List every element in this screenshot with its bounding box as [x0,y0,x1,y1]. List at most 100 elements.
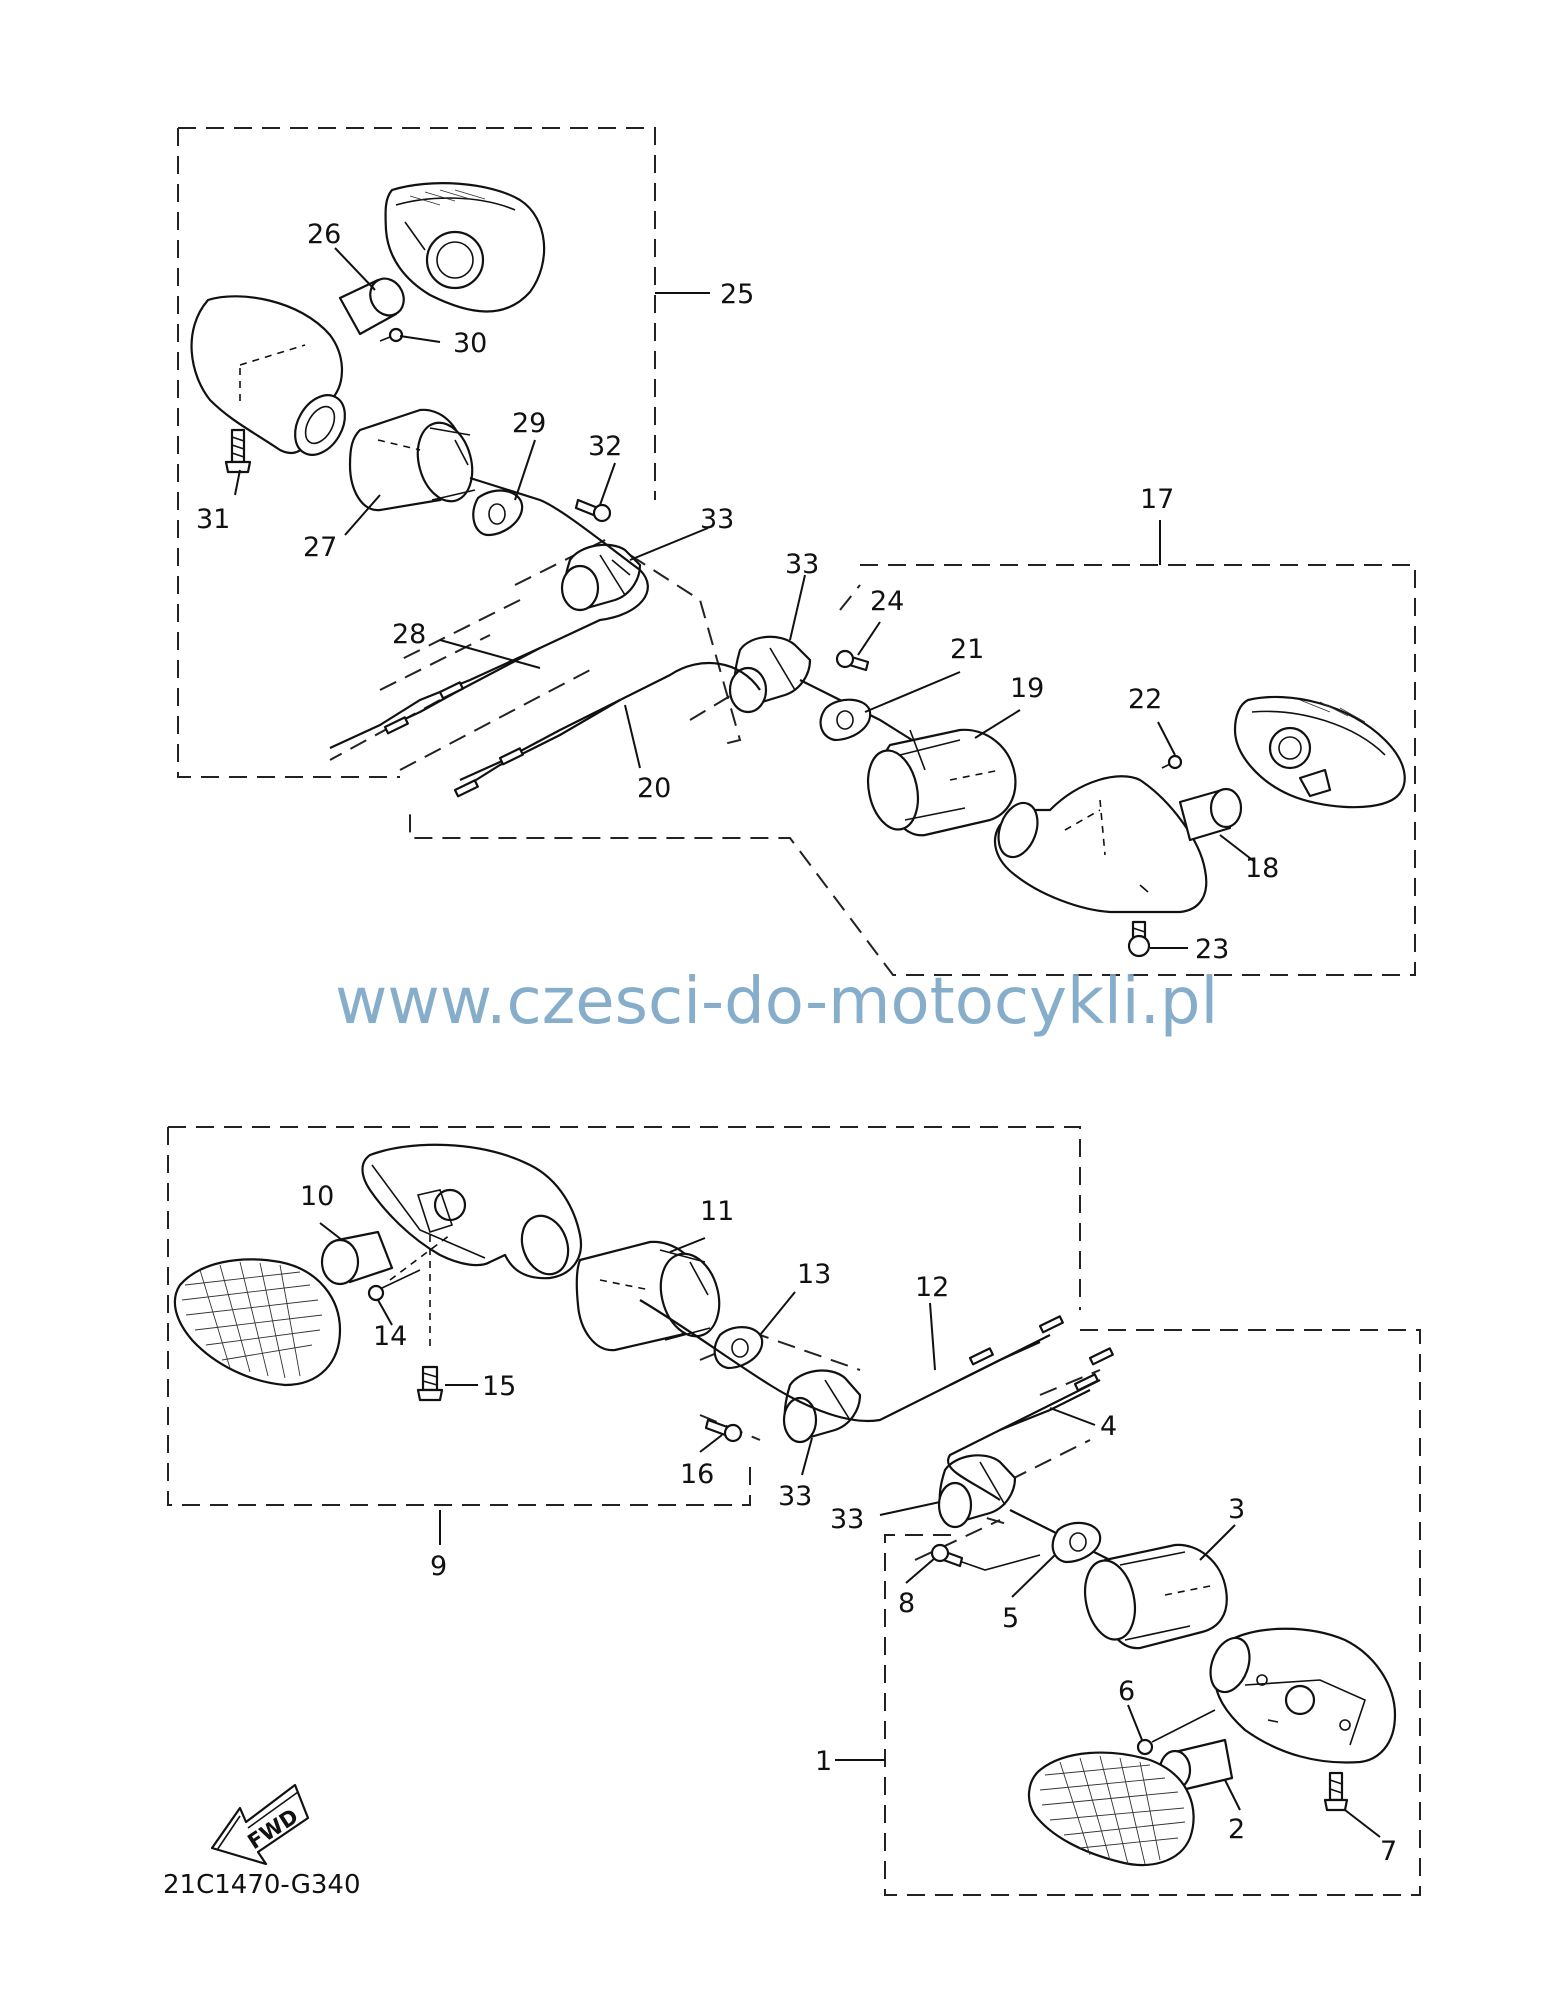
gasket-part-29-icon [472,489,524,537]
boot-part-3-icon [1083,1543,1228,1650]
lens-part-25-icon [384,182,546,313]
screw-part-30-icon [379,327,404,343]
stay-part-33a-icon [560,543,642,612]
screw-part-22-icon [1161,754,1183,770]
screw-part-8-icon [930,1543,1041,1571]
connector-20a-icon [498,747,524,766]
assembly-1-boundary [884,1329,1421,1896]
screw-part-7-icon [1323,1771,1349,1812]
wire-part-12-icon [639,1299,1051,1422]
connector-4b-icon [1073,1373,1099,1392]
callout-33-c: 33 [778,1481,812,1512]
callout-9: 9 [430,1551,447,1582]
connector-20b-icon [453,779,479,798]
housing-part-25-icon [190,295,346,456]
wire-part-4-icon [947,1379,1101,1501]
fwd-arrow: FWD [210,1783,310,1866]
lens-part-9-icon [173,1258,342,1387]
callout-8: 8 [898,1588,915,1619]
assembly-9-parts [173,1143,1064,1444]
assembly-9-boundary [167,1126,1081,1506]
callout-19: 19 [1010,673,1044,704]
stay-part-33c-icon [782,1369,862,1444]
callout-6: 6 [1118,1676,1135,1707]
callout-28: 28 [392,619,426,650]
callout-20: 20 [637,773,671,804]
watermark-text: www.czesci-do-motocykli.pl [335,965,1218,1039]
callout-14: 14 [373,1321,407,1352]
housing-part-17-icon [993,775,1208,914]
wire-part-4-lead-a [999,1389,1091,1432]
gasket-part-13-icon [713,1326,764,1370]
callout-12: 12 [915,1272,949,1303]
assembly-1-parts [930,1347,1397,1866]
bulb-part-10-icon [320,1230,394,1286]
callout-5: 5 [1002,1603,1019,1634]
wire-part-28-lead-a [389,647,541,727]
callout-27: 27 [303,532,337,563]
wire-part-12-lead-a [949,1340,1041,1386]
bulb-part-18-icon [1178,787,1243,842]
callout-24: 24 [870,586,904,617]
callout-7: 7 [1380,1836,1397,1867]
callout-11: 11 [700,1196,734,1227]
screw-part-15-icon [416,1365,444,1402]
boot-part-27-icon [348,408,476,512]
bulb-part-26-icon [338,277,405,336]
callout-29: 29 [512,408,546,439]
screw-part-14-icon [367,1269,421,1302]
routing-band-lower [699,1333,1101,1561]
connector-28a-icon [438,681,464,700]
callout-4: 4 [1100,1411,1117,1442]
callout-33-d: 33 [830,1504,864,1535]
connector-28b-icon [383,716,409,735]
callout-33-a: 33 [700,504,734,535]
housing-part-1-icon [1209,1627,1397,1764]
callout-30: 30 [453,328,487,359]
wire-part-20-inner [799,679,921,746]
callout-21: 21 [950,634,984,665]
assembly-25-boundary [177,127,656,778]
callout-2: 2 [1228,1814,1245,1845]
lens-part-1-icon [1027,1751,1195,1866]
assembly-17-boundary [409,564,1416,976]
callout-13: 13 [797,1259,831,1290]
callout-32: 32 [588,431,622,462]
assembly-17-parts [453,635,1406,958]
gasket-part-5-icon [1051,1521,1102,1564]
screw-part-24-icon [835,649,870,672]
diagram-code: 21C1470-G340 [163,1870,361,1900]
assembly-25-parts [190,182,649,749]
screw-part-31-icon [224,428,252,474]
screw-part-23-icon [1127,920,1151,958]
callout-10: 10 [300,1181,334,1212]
callout-3: 3 [1228,1494,1245,1525]
connector-12a-icon [1038,1315,1064,1334]
wire-part-28-icon [329,476,649,749]
callout-22: 22 [1128,684,1162,715]
callout-16: 16 [680,1459,714,1490]
wire-part-20-lead-a [459,699,621,791]
gasket-part-21-icon [819,698,872,742]
boot-part-19-icon [866,728,1017,837]
leader-lines [234,247,1381,1838]
callout-33-b: 33 [785,549,819,580]
callout-31: 31 [196,504,230,535]
screw-part-32-icon [574,498,612,523]
stay-part-33d-icon [937,1454,1017,1529]
housing-part-9-icon [361,1143,583,1350]
screw-part-6-icon [1136,1709,1216,1756]
callout-26: 26 [307,219,341,250]
connector-12b-icon [968,1347,994,1366]
boot-part-11-icon [575,1240,721,1352]
screw-part-16-icon [704,1418,743,1443]
callout-15: 15 [482,1371,516,1402]
callout-1: 1 [815,1746,832,1777]
lens-part-17-icon [1233,695,1406,809]
stay-part-33b-icon [728,635,812,714]
connector-4a-icon [1088,1347,1114,1366]
callout-25: 25 [720,279,754,310]
callout-17: 17 [1140,484,1174,515]
callout-labels: 26 25 30 29 32 31 27 33 17 33 24 21 19 2… [196,219,1397,1867]
